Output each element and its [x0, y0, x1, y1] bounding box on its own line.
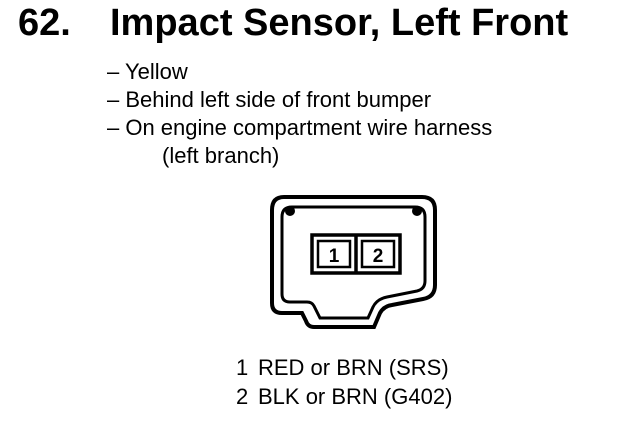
pin-row: 2 BLK or BRN (G402) — [236, 382, 452, 411]
pin-number: 1 — [236, 355, 249, 380]
connector-housing-outer — [270, 195, 437, 329]
connector-diagram: 1 2 — [270, 195, 437, 329]
terminal-label-2: 2 — [373, 246, 384, 267]
note-color: – Yellow — [107, 59, 188, 84]
note-harness-branch: (left branch) — [162, 143, 280, 168]
note-location: – Behind left side of front bumper — [107, 87, 432, 112]
connector-housing-inner — [280, 205, 427, 320]
component-number: 62. — [18, 2, 71, 44]
connector-latch-right — [412, 206, 422, 216]
pin-wire: BLK or BRN (G402) — [258, 384, 453, 409]
note-harness: – On engine compartment wire harness — [107, 115, 493, 140]
component-notes: – Yellow – Behind left side of front bum… — [107, 58, 492, 170]
component-title: Impact Sensor, Left Front — [110, 2, 569, 44]
pin-number: 2 — [236, 384, 249, 409]
connector-latch-left — [285, 206, 295, 216]
terminal-cavity-1 — [316, 239, 352, 269]
terminal-label-1: 1 — [329, 246, 340, 267]
component-heading: 62. Impact Sensor, Left Front — [18, 2, 568, 45]
terminal-cavity-2 — [360, 239, 396, 269]
pin-row: 1 RED or BRN (SRS) — [236, 353, 452, 382]
pin-wire: RED or BRN (SRS) — [258, 355, 449, 380]
pin-list: 1 RED or BRN (SRS) 2 BLK or BRN (G402) — [236, 353, 452, 411]
